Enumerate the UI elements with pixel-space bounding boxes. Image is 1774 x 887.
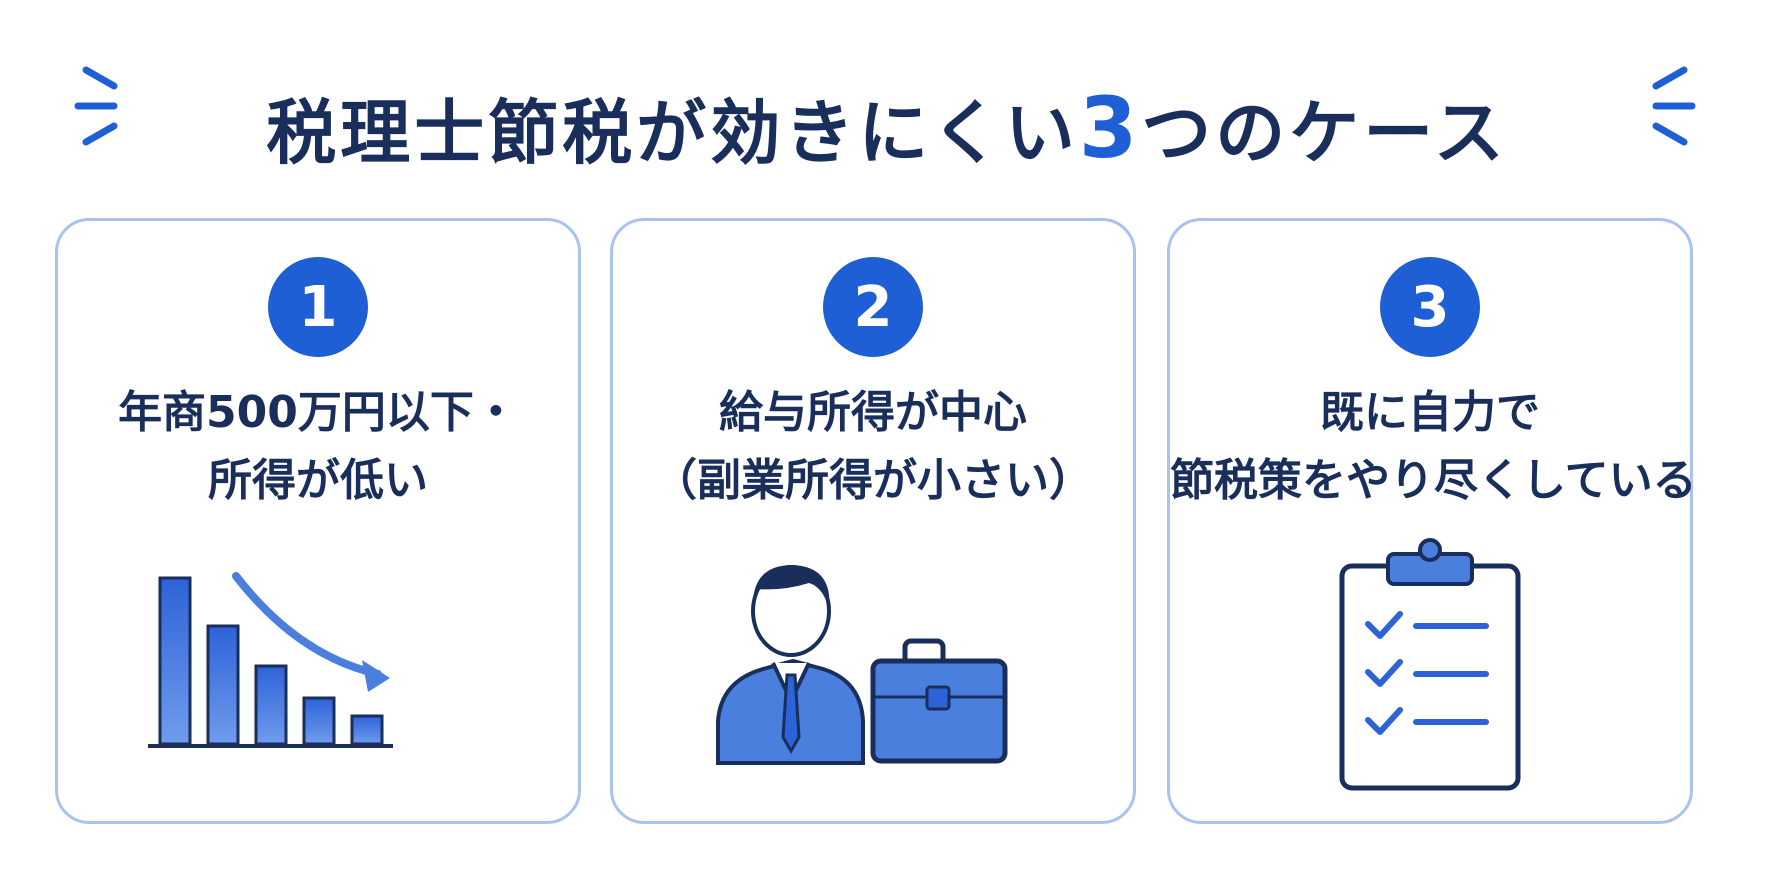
left-sparkle-icon (74, 66, 118, 146)
case-label-line1: 年商500万円以下・ (118, 387, 518, 438)
case-label: 年商500万円以下・ 所得が低い (58, 379, 578, 515)
case-label: 給与所得が中心 （副業所得が小さい） (613, 379, 1133, 515)
title-text-before: 税理士節税が効きにくい (266, 91, 1079, 174)
page-title: 税理士節税が効きにくい3つのケース (0, 62, 1774, 192)
declining-bar-chart-icon (148, 572, 393, 748)
case-card-3: 3 既に自力で 節税策をやり尽くしている (1167, 218, 1697, 824)
case-label-line2: 節税策をやり尽くしている (1170, 455, 1697, 506)
right-sparkle-icon (1652, 66, 1696, 146)
case-number-badge: 2 (823, 257, 923, 357)
case-number-badge: 1 (268, 257, 368, 357)
case-number-badge: 3 (1380, 257, 1480, 357)
checklist-clipboard-icon (1339, 538, 1521, 791)
title-number: 3 (1078, 78, 1142, 177)
case-label: 既に自力で 節税策をやり尽くしている (1170, 379, 1697, 515)
case-label-line1: 既に自力で (1320, 387, 1540, 438)
case-card-1: 1 年商500万円以下・ 所得が低い (55, 218, 581, 824)
case-card-2: 2 給与所得が中心 （副業所得が小さい） (610, 218, 1136, 824)
case-label-line2: 所得が低い (208, 455, 428, 506)
case-label-line1: 給与所得が中心 (719, 387, 1027, 438)
businessman-briefcase-icon (716, 565, 1008, 765)
title-text-after: つのケース (1141, 91, 1508, 174)
case-label-line2: （副業所得が小さい） (653, 455, 1093, 506)
